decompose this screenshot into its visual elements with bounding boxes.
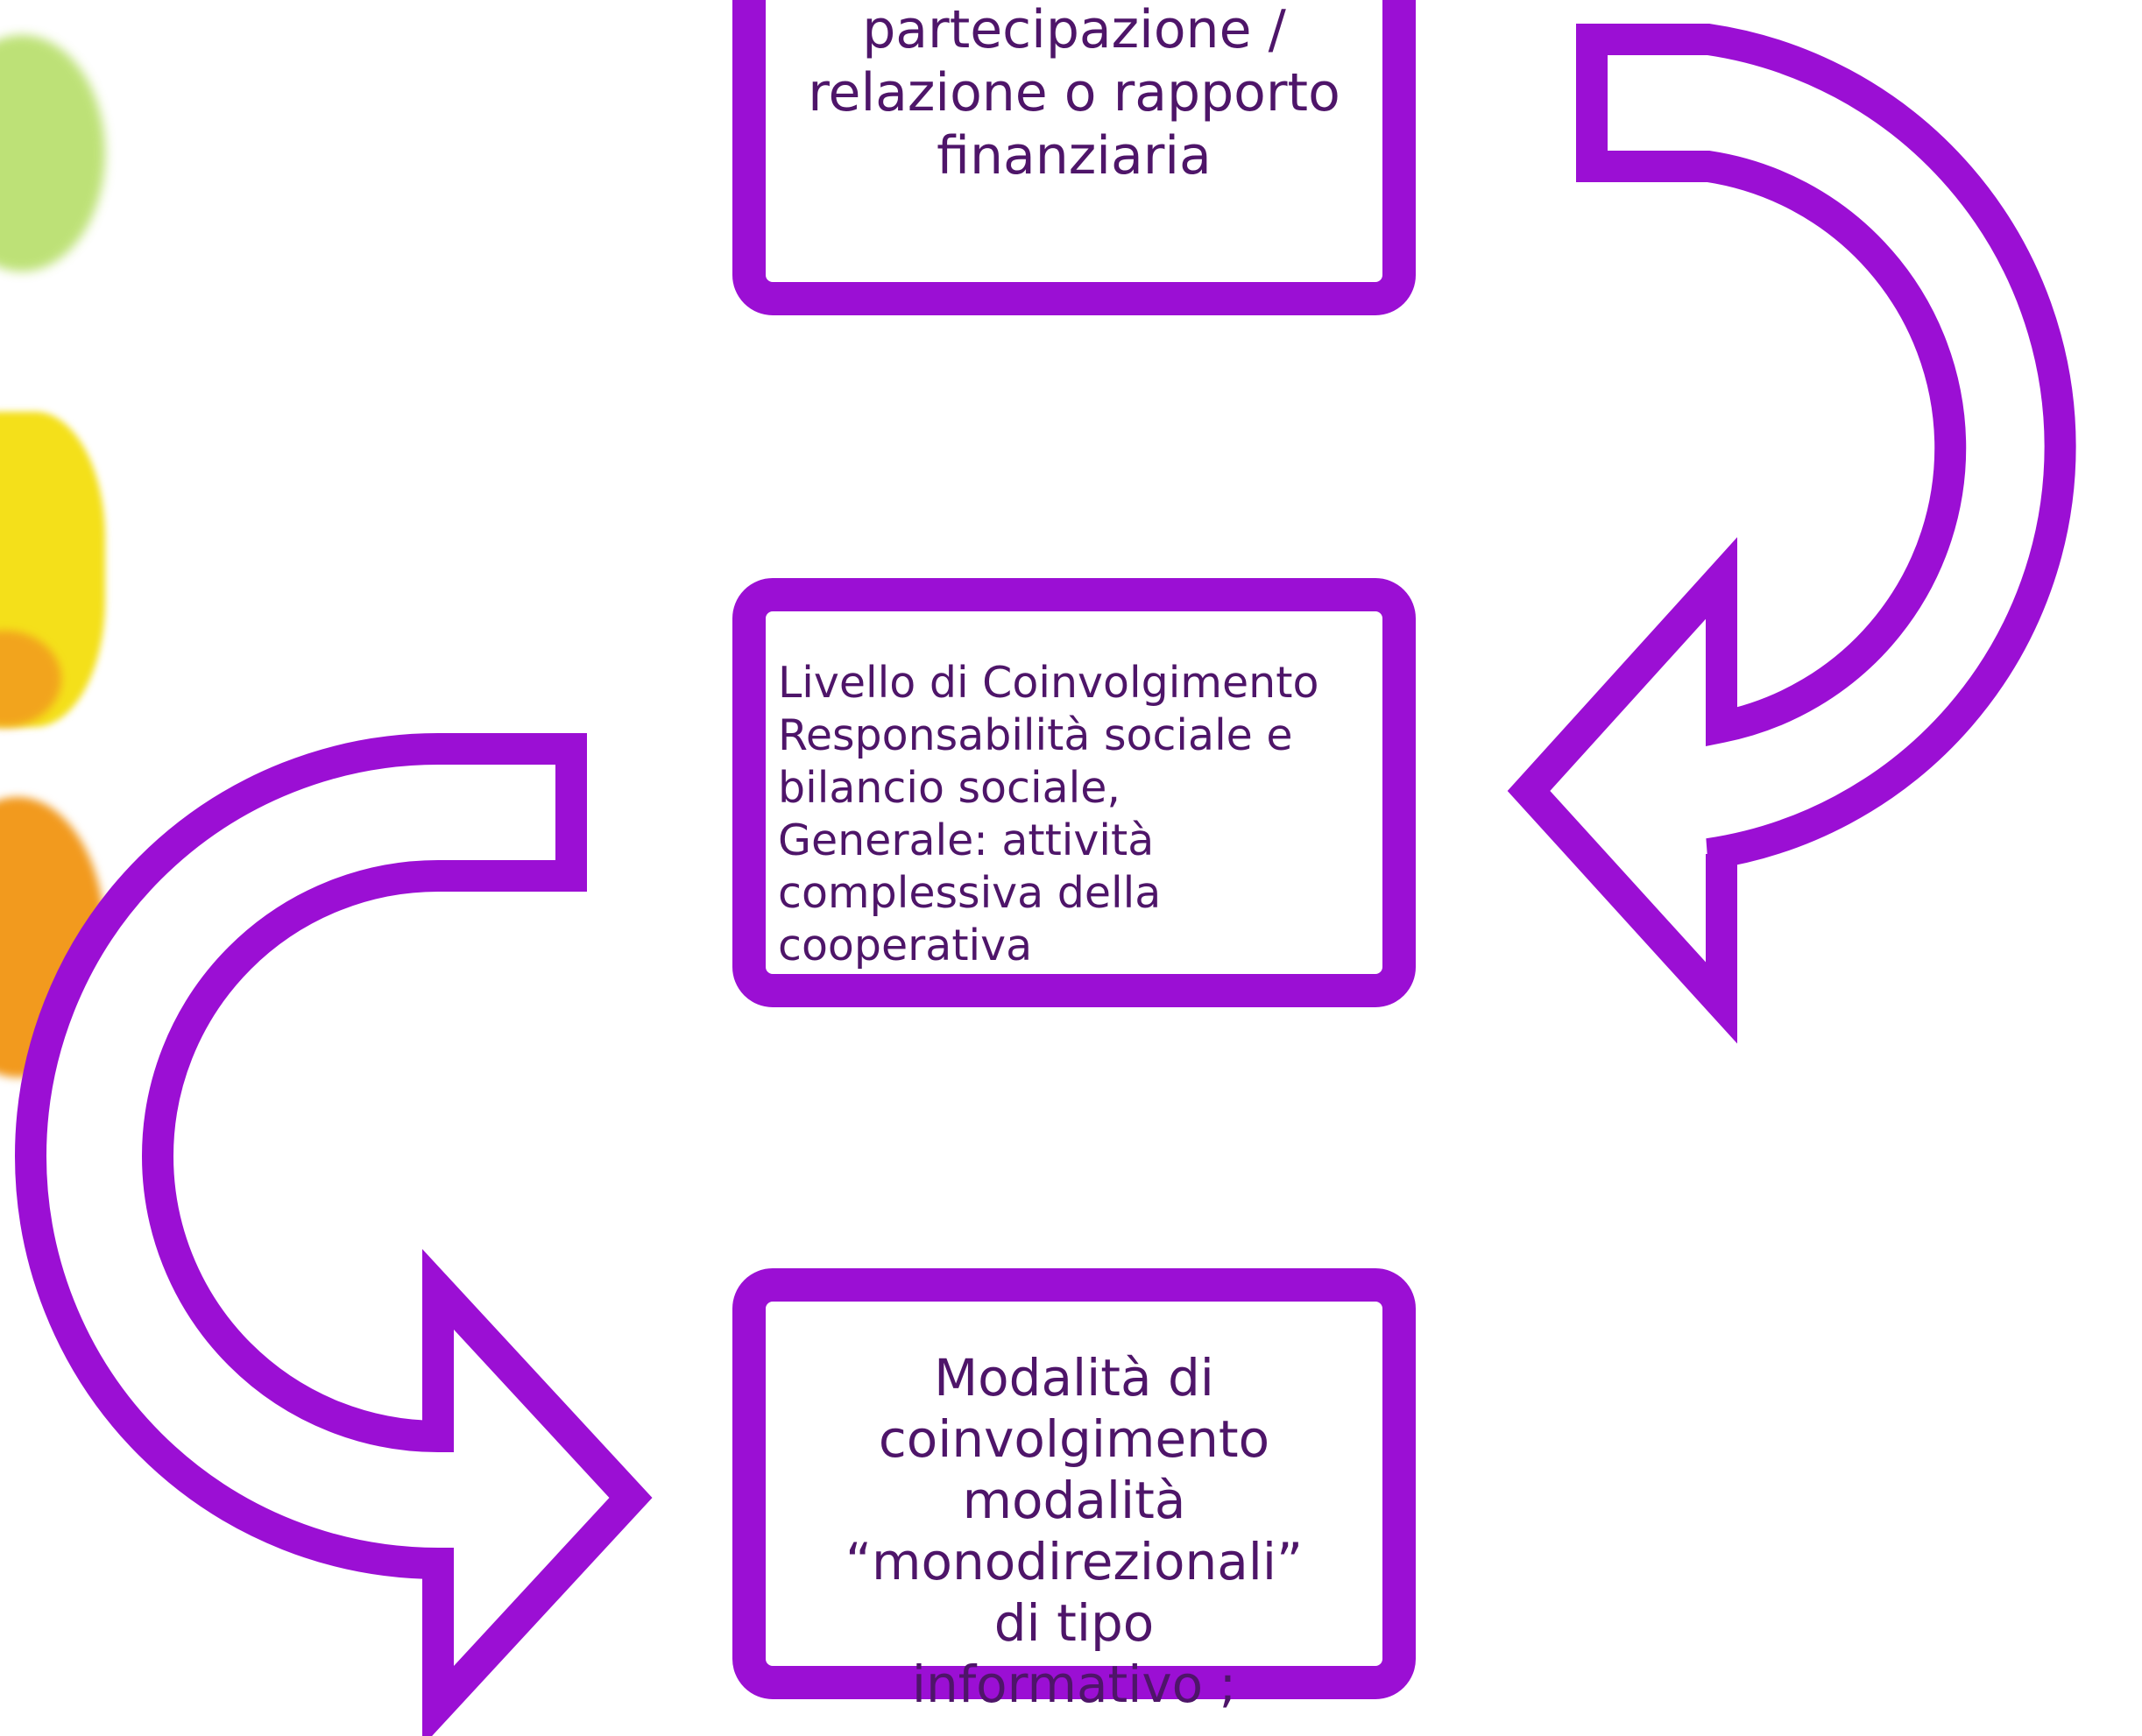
box2-line-2: Responsabilità sociale e xyxy=(778,710,1293,760)
participation-text: partecipazione / relazione o rapporto fi… xyxy=(766,0,1382,187)
decorative-blobs xyxy=(0,0,140,1139)
box3-line-4: “monodirezionali” xyxy=(845,1532,1304,1591)
box1-line-2: relazione o rapporto xyxy=(808,62,1340,123)
box2-line-5: complessiva della xyxy=(778,868,1162,918)
involvement-level-box: Livello di Coinvolgimento Responsabilità… xyxy=(732,578,1416,1007)
participation-box: partecipazione / relazione o rapporto fi… xyxy=(732,0,1416,315)
box3-line-5: di tipo xyxy=(993,1593,1155,1653)
curved-arrow-left-icon xyxy=(15,733,653,1736)
box2-line-3: bilancio sociale, xyxy=(778,763,1120,813)
involvement-mode-text: Modalità di coinvolgimento modalità “mon… xyxy=(766,1347,1382,1715)
box3-line-6: informativo ; xyxy=(911,1655,1237,1714)
curved-arrow-right-icon xyxy=(1507,23,2076,1044)
box2-line-6: cooperativa xyxy=(778,921,1033,970)
box1-line-1: partecipazione / xyxy=(862,0,1286,60)
box2-line-4: Generale: attività xyxy=(778,815,1155,865)
box2-line-1: Livello di Coinvolgimento xyxy=(778,658,1319,708)
involvement-level-text: Livello di Coinvolgimento Responsabilità… xyxy=(778,657,1318,972)
box1-line-3: finanziaria xyxy=(937,125,1212,187)
box3-line-3: modalità xyxy=(962,1471,1186,1530)
involvement-mode-box: Modalità di coinvolgimento modalità “mon… xyxy=(732,1268,1416,1714)
box3-line-2: coinvolgimento xyxy=(878,1409,1270,1469)
box3-line-1: Modalità di xyxy=(934,1348,1214,1408)
